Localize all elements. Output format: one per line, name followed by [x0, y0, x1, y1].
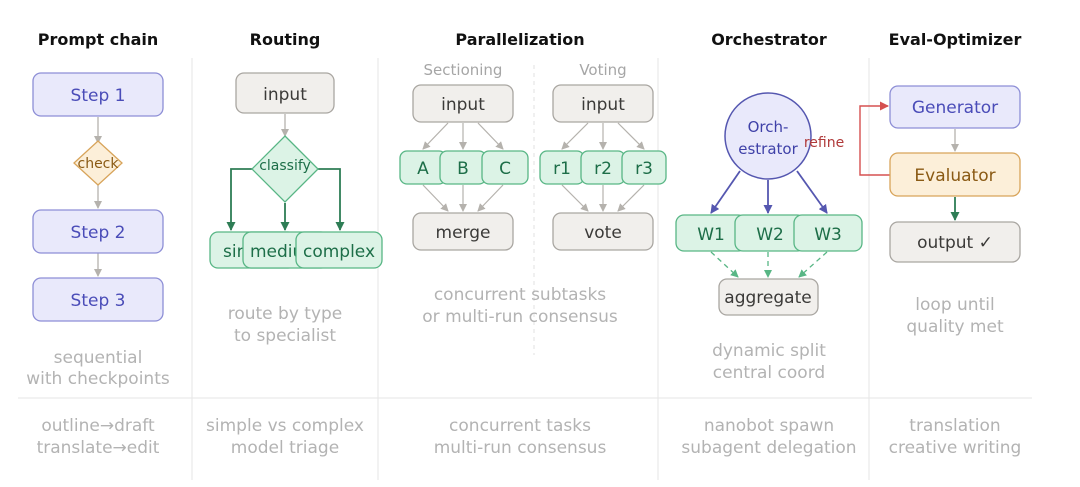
eval-caption-line2: quality met — [906, 317, 1004, 337]
routing-example-line2: model triage — [231, 438, 339, 458]
routing-caption-line1: route by type — [228, 304, 343, 324]
title-parallelization: Parallelization — [455, 30, 584, 49]
routing-input-node: input — [235, 72, 335, 114]
sectioning-input-node: input — [412, 84, 514, 123]
svg-text:W3: W3 — [814, 225, 842, 245]
step2-node: Step 2 — [32, 209, 164, 254]
orchestrator-diagram: Orch- estrator W1 W2 W3 aggregate — [675, 92, 863, 316]
vote-node: vote — [552, 212, 654, 251]
task-c-node: C — [481, 150, 529, 185]
run-r3-node: r3 — [621, 150, 667, 185]
prompt-chain-diagram: Step 1 check Step 2 Step 3 — [32, 72, 164, 322]
routing-example-line1: simple vs complex — [206, 416, 364, 436]
svg-text:r2: r2 — [594, 159, 612, 179]
svg-text:vote: vote — [584, 223, 622, 243]
voting-label: Voting — [579, 61, 626, 79]
worker-w3-node: W3 — [793, 214, 863, 252]
svg-text:Orch-: Orch- — [748, 118, 789, 136]
step1-node: Step 1 — [32, 72, 164, 117]
title-prompt-chain: Prompt chain — [38, 30, 159, 49]
eval-optimizer-diagram: refine Generator Evaluator output ✓ — [804, 85, 1021, 263]
title-routing: Routing — [250, 30, 321, 49]
svg-text:C: C — [499, 159, 511, 179]
svg-text:A: A — [417, 159, 429, 179]
run-r2-node: r2 — [580, 150, 626, 185]
parallel-example-line2: multi-run consensus — [434, 438, 607, 458]
svg-text:estrator: estrator — [738, 140, 798, 158]
generator-node: Generator — [889, 85, 1021, 129]
svg-text:Step 1: Step 1 — [71, 86, 126, 106]
refine-label: refine — [804, 135, 844, 151]
title-orchestrator: Orchestrator — [711, 30, 827, 49]
svg-text:complex: complex — [303, 242, 375, 262]
output-node: output ✓ — [889, 221, 1021, 263]
orchestrator-example-line1: nanobot spawn — [704, 416, 834, 436]
route-complex-node: complex — [295, 231, 383, 269]
eval-example-line1: translation — [909, 416, 1000, 436]
svg-text:Generator: Generator — [912, 98, 998, 118]
svg-text:input: input — [441, 95, 485, 115]
orchestrator-node: Orch- estrator — [724, 92, 812, 180]
orchestrator-caption-line2: central coord — [713, 363, 825, 383]
check-node: check — [73, 140, 123, 186]
prompt-chain-caption-line1: sequential — [54, 348, 143, 368]
svg-text:input: input — [263, 85, 307, 105]
prompt-chain-example-line2: translate→edit — [37, 438, 160, 458]
worker-w1-node: W1 — [675, 214, 747, 252]
voting-input-node: input — [552, 84, 654, 123]
task-a-node: A — [399, 150, 447, 185]
svg-text:W2: W2 — [756, 225, 784, 245]
svg-text:Evaluator: Evaluator — [914, 166, 995, 186]
column-separators — [18, 58, 1032, 480]
prompt-chain-example-line1: outline→draft — [41, 416, 155, 436]
routing-caption-line2: to specialist — [234, 326, 336, 346]
prompt-chain-caption-line2: with checkpoints — [26, 369, 170, 389]
voting-diagram: input r1 r2 r3 vote — [539, 84, 667, 251]
parallel-caption-line1: concurrent subtasks — [434, 285, 606, 305]
svg-text:aggregate: aggregate — [724, 288, 811, 308]
svg-text:check: check — [78, 156, 120, 172]
parallel-example-line1: concurrent tasks — [449, 416, 591, 436]
run-r1-node: r1 — [539, 150, 585, 185]
parallel-caption-line2: or multi-run consensus — [422, 307, 618, 327]
svg-text:r3: r3 — [635, 159, 653, 179]
task-b-node: B — [439, 150, 487, 185]
svg-text:Step 2: Step 2 — [71, 223, 126, 243]
step3-node: Step 3 — [32, 277, 164, 322]
routing-diagram: input classify simple medium complex — [209, 72, 383, 269]
classify-node: classify — [251, 135, 319, 203]
svg-text:input: input — [581, 95, 625, 115]
svg-text:merge: merge — [436, 223, 491, 243]
svg-text:output ✓: output ✓ — [917, 233, 993, 253]
sectioning-label: Sectioning — [424, 61, 503, 79]
refine-loop-arrow — [859, 101, 890, 176]
evaluator-node: Evaluator — [889, 152, 1021, 197]
svg-text:Step 3: Step 3 — [71, 291, 126, 311]
sectioning-diagram: input A B C merge — [399, 84, 529, 251]
orchestrator-caption-line1: dynamic split — [712, 341, 826, 361]
svg-text:r1: r1 — [553, 159, 571, 179]
orchestrator-example-line2: subagent delegation — [681, 438, 856, 458]
eval-caption-line1: loop until — [915, 295, 994, 315]
svg-text:classify: classify — [259, 158, 311, 174]
svg-text:B: B — [457, 159, 469, 179]
title-eval-optimizer: Eval-Optimizer — [889, 30, 1022, 49]
aggregate-node: aggregate — [718, 278, 819, 316]
merge-node: merge — [412, 212, 514, 251]
svg-text:W1: W1 — [697, 225, 725, 245]
eval-example-line2: creative writing — [889, 438, 1022, 458]
